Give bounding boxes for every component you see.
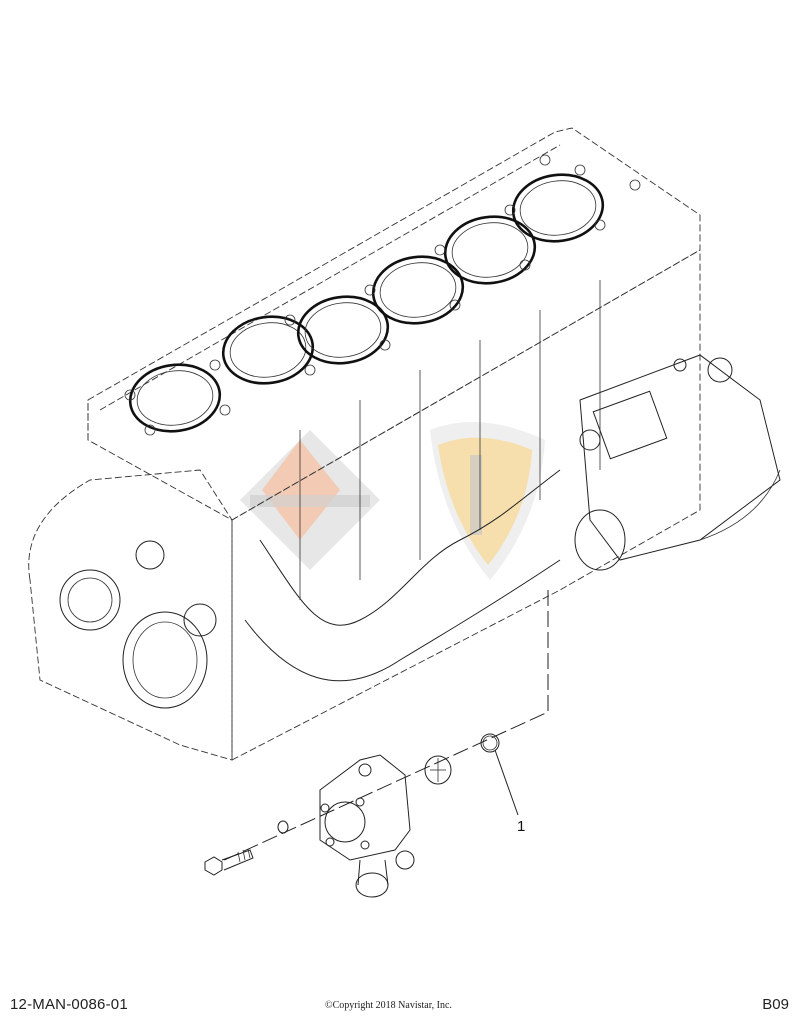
pump-assembly: [319, 754, 415, 898]
cylinder-bores: [128, 173, 605, 433]
engine-block: [28, 127, 781, 761]
air-compressor: [574, 354, 781, 571]
drawing-number: 12-MAN-0086-01: [10, 996, 128, 1013]
callout-label-1: 1: [517, 818, 526, 835]
watermark-logos: [240, 422, 545, 580]
front-cover: [28, 469, 233, 761]
o-ring: [480, 733, 500, 753]
bolt-holes: [124, 154, 641, 436]
assembly-axis-line: [219, 590, 549, 863]
callout-leader: [494, 749, 519, 816]
gasket-plate: [424, 755, 452, 785]
sheet-code: B09: [762, 996, 789, 1013]
bolt: [204, 848, 254, 876]
copyright-notice: ©Copyright 2018 Navistar, Inc.: [325, 1000, 452, 1011]
